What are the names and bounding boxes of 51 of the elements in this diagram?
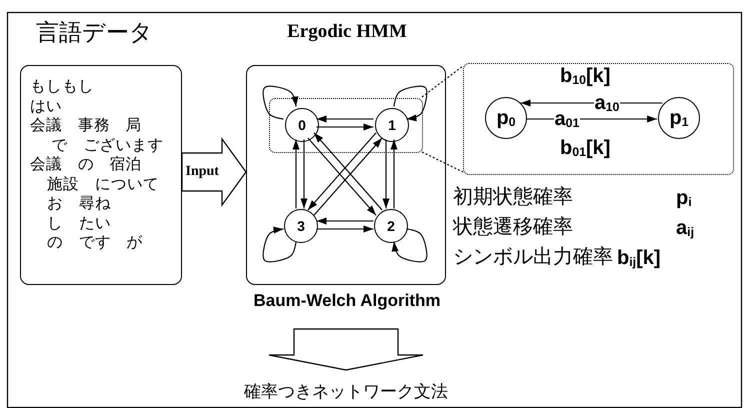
utterance-text: 会議 事務 局	[30, 116, 142, 136]
arrow	[316, 116, 374, 122]
state-circle	[285, 108, 319, 142]
panel-heading: Ergodic HMM	[286, 22, 408, 41]
result-text: 確率つきネットワーク文法	[216, 370, 476, 404]
arrow	[292, 140, 300, 208]
state-circle	[485, 97, 527, 139]
term-text: シンボル出力確率	[453, 246, 613, 266]
state-label: p$_{1}$	[669, 108, 689, 128]
arrow	[382, 140, 390, 208]
symbol-text: p$_{i}$	[676, 188, 692, 208]
state-label: 0	[298, 118, 306, 132]
utterance-text: の です が	[46, 233, 143, 252]
symbol-text: b$_{ij}$[k]	[617, 248, 661, 268]
algorithm-label: Baum-Welch Algorithm	[252, 292, 442, 309]
term-text: 状態遷移確率	[453, 216, 573, 236]
state-circle	[375, 108, 409, 142]
symbol-text: a$_{ij}$	[676, 218, 694, 238]
leader-line	[422, 152, 464, 172]
utterance-text: お 尋ね	[46, 194, 111, 214]
box-heading: 言語データ	[36, 22, 153, 45]
state-label: 2	[387, 219, 395, 233]
utterance-text: で ございます	[50, 136, 164, 155]
state-circle	[374, 209, 408, 243]
state-circle	[658, 97, 700, 139]
edge-label: Input	[186, 165, 219, 179]
term-text: 初期状態確率	[453, 186, 573, 206]
utterance-text: はい	[30, 96, 62, 116]
state-circle	[284, 209, 318, 243]
emission-label: b$_{01}$[k]	[560, 138, 610, 158]
utterance-text: 会議 の 宿泊	[30, 155, 142, 174]
dotted-highlight-box	[269, 98, 423, 153]
arrow	[316, 226, 374, 232]
state-label: p$_{0}$	[496, 108, 516, 128]
leader-line	[422, 66, 464, 98]
utterance-text: し たい	[46, 214, 111, 233]
block-arrow	[181, 137, 247, 207]
utterance-text: 施設 について	[46, 174, 159, 194]
state-label: 1	[388, 118, 396, 132]
state-label: 3	[297, 219, 305, 233]
arrow	[390, 140, 398, 208]
self-loop-arrow	[262, 226, 297, 262]
self-loop-arrow	[393, 86, 428, 122]
self-loop-arrow	[392, 228, 428, 262]
self-loop-arrow	[262, 86, 298, 120]
arrow	[316, 124, 374, 130]
block-arrow	[268, 328, 424, 371]
arrow	[300, 140, 308, 208]
utterance-text: もしもし	[30, 77, 94, 96]
emission-label: b$_{10}$[k]	[560, 66, 610, 86]
arrow	[316, 218, 374, 224]
